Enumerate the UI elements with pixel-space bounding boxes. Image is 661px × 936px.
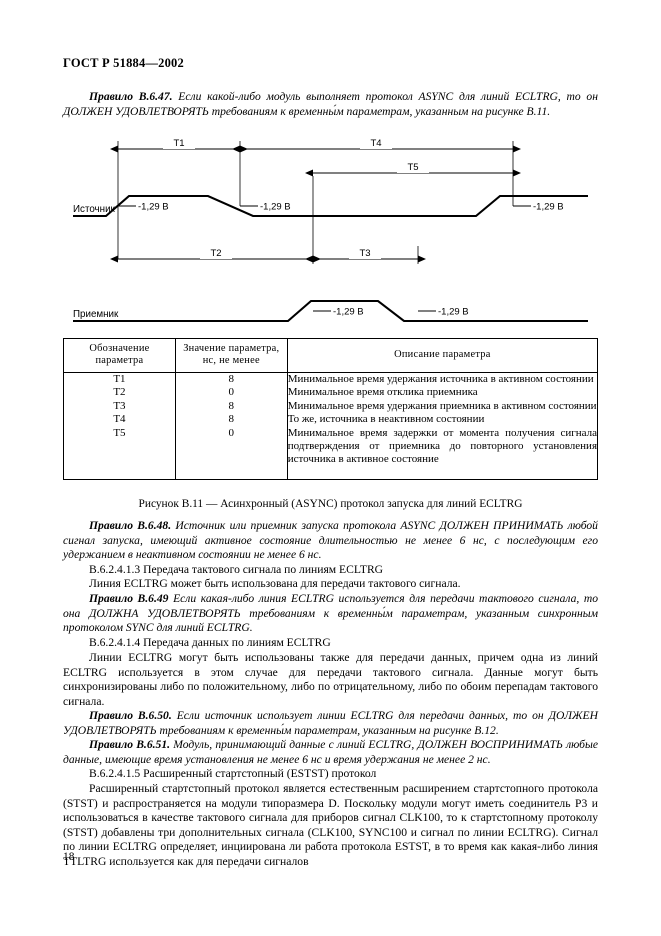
clause-b62414-text: Линии ECLTRG могут быть использованы так… bbox=[63, 651, 598, 708]
table-row: T1 8 Минимальное время удержания источни… bbox=[63, 372, 599, 387]
figure-caption: Рисунок В.11 — Асинхронный (ASYNC) прото… bbox=[138, 498, 523, 510]
dimension-label-t4: T4 bbox=[370, 138, 381, 149]
rule-6-48-text: Источник или приемник запуска протокола … bbox=[63, 519, 598, 562]
parameters-table: Обозначение параметра Значение параметра… bbox=[63, 338, 599, 480]
cell-value: 8 bbox=[174, 413, 288, 427]
cell-description: Минимальное время удержания источника в … bbox=[286, 372, 599, 387]
cell-symbol: T4 bbox=[63, 413, 176, 427]
signal-label-receiver: Приемник bbox=[73, 309, 119, 320]
dimension-label-t1: T1 bbox=[173, 138, 184, 149]
threshold-label-source-fall: -1,29 В bbox=[260, 202, 291, 213]
table-row: T2 0 Минимальное время отклика приемника bbox=[63, 386, 599, 400]
rule-6-51-label: Правило В.6.51. bbox=[89, 738, 171, 751]
clause-b62413-heading: В.6.2.4.1.3 Передача тактового сигнала п… bbox=[89, 563, 384, 576]
dimension-t2: T2 bbox=[110, 246, 321, 263]
table-header-description: Описание параметра bbox=[286, 338, 599, 373]
rule-6-50-paragraph: Правило В.6.50. Если источник использует… bbox=[63, 709, 598, 738]
rule-6-49-label: Правило В.6.49 bbox=[89, 592, 169, 605]
table-header-symbol-line2: параметра bbox=[95, 355, 144, 366]
standard-header: ГОСТ Р 51884—2002 bbox=[63, 56, 184, 70]
rule-6-47-text: Если какой-либо модуль выполняет протоко… bbox=[63, 90, 598, 118]
receiver-waveform bbox=[73, 299, 588, 323]
dimension-t4: T4 bbox=[232, 136, 521, 153]
dimension-t5: T5 bbox=[305, 160, 521, 177]
cell-value: 0 bbox=[174, 426, 288, 480]
cell-description: Минимальное время задержки от момента по… bbox=[286, 426, 599, 480]
clause-b62415-text: Расширенный стартстопный протокол являет… bbox=[63, 782, 598, 868]
cell-symbol: T2 bbox=[63, 386, 176, 400]
table-header-value-line2: нс, не менее bbox=[202, 355, 260, 366]
cell-description: То же, источника в неактивном состоянии bbox=[286, 413, 599, 427]
signal-label-source: Источник bbox=[73, 204, 116, 215]
table-header-row: Обозначение параметра Значение параметра… bbox=[63, 338, 599, 373]
source-waveform bbox=[73, 194, 588, 218]
table-row: T3 8 Минимальное время удержания приемни… bbox=[63, 399, 599, 414]
table-row: T5 0 Минимальное время задержки от момен… bbox=[63, 426, 599, 480]
rule-6-49-paragraph: Правило В.6.49 Если какая-либо линия ECL… bbox=[63, 592, 598, 636]
clause-b62413-text: Линия ECLTRG может быть использована для… bbox=[89, 577, 461, 590]
cell-value: 8 bbox=[174, 399, 288, 414]
table-header-value-line1: Значение параметра, bbox=[183, 343, 280, 354]
table-header-symbol: Обозначение параметра bbox=[63, 338, 176, 373]
threshold-label-source-rise2: -1,29 В bbox=[533, 202, 564, 213]
rule-6-48-label: Правило В.6.48. bbox=[89, 519, 172, 532]
table-header-value: Значение параметра, нс, не менее bbox=[174, 338, 288, 373]
table-row: T4 8 То же, источника в неактивном состо… bbox=[63, 413, 599, 427]
dimension-label-t5: T5 bbox=[407, 162, 418, 173]
async-timing-diagram: T1 T4 T5 -1,29 В -1,2 bbox=[73, 136, 588, 323]
cell-symbol: T1 bbox=[63, 372, 176, 387]
dimension-t1: T1 bbox=[110, 136, 248, 153]
rule-6-50-label: Правило В.6.50. bbox=[89, 709, 172, 722]
rule-6-47-paragraph: Правило В.6.47. Если какой-либо модуль в… bbox=[63, 90, 598, 119]
threshold-label-receiver-rise: -1,29 В bbox=[333, 307, 364, 318]
rule-6-47-label: Правило В.6.47. bbox=[89, 90, 173, 103]
clause-b62415-heading: В.6.2.4.1.5 Расширенный стартстопный (ES… bbox=[89, 767, 377, 780]
parameters-table-wrapper: Обозначение параметра Значение параметра… bbox=[63, 338, 599, 480]
rule-6-48-paragraph: Правило В.6.48. Источник или приемник за… bbox=[63, 519, 598, 563]
cell-value: 0 bbox=[174, 386, 288, 400]
threshold-label-source-rise: -1,29 В bbox=[138, 202, 169, 213]
table-header-description-text: Описание параметра bbox=[394, 349, 491, 360]
cell-description: Минимальное время отклика приемника bbox=[286, 386, 599, 400]
table-header-symbol-line1: Обозначение bbox=[89, 343, 150, 354]
timing-diagram-figure: T1 T4 T5 -1,29 В -1,2 bbox=[63, 136, 598, 331]
dimension-label-t2: T2 bbox=[210, 248, 221, 259]
cell-value: 8 bbox=[174, 372, 288, 387]
rule-6-51-paragraph: Правило В.6.51. Модуль, принимающий данн… bbox=[63, 738, 598, 767]
dimension-t3: T3 bbox=[305, 246, 426, 263]
rule-6-50-text: Если источник использует линии ECLTRG дл… bbox=[63, 709, 598, 737]
rule-6-49-text: Если какая-либо линия ECLTRG используетс… bbox=[63, 592, 599, 635]
rule-6-51-text: Модуль, принимающий данные с линий ECLTR… bbox=[63, 738, 598, 766]
page-number: 18 bbox=[63, 851, 75, 863]
dimension-label-t3: T3 bbox=[359, 248, 370, 259]
cell-description: Минимальное время удержания приемника в … bbox=[286, 399, 599, 414]
reference-lines bbox=[117, 141, 514, 264]
cell-symbol: T3 bbox=[63, 399, 176, 414]
clause-b62414-heading: В.6.2.4.1.4 Передача данных по линиям EC… bbox=[89, 636, 331, 649]
cell-symbol: T5 bbox=[63, 426, 176, 480]
threshold-label-receiver-fall: -1,29 В bbox=[438, 307, 469, 318]
